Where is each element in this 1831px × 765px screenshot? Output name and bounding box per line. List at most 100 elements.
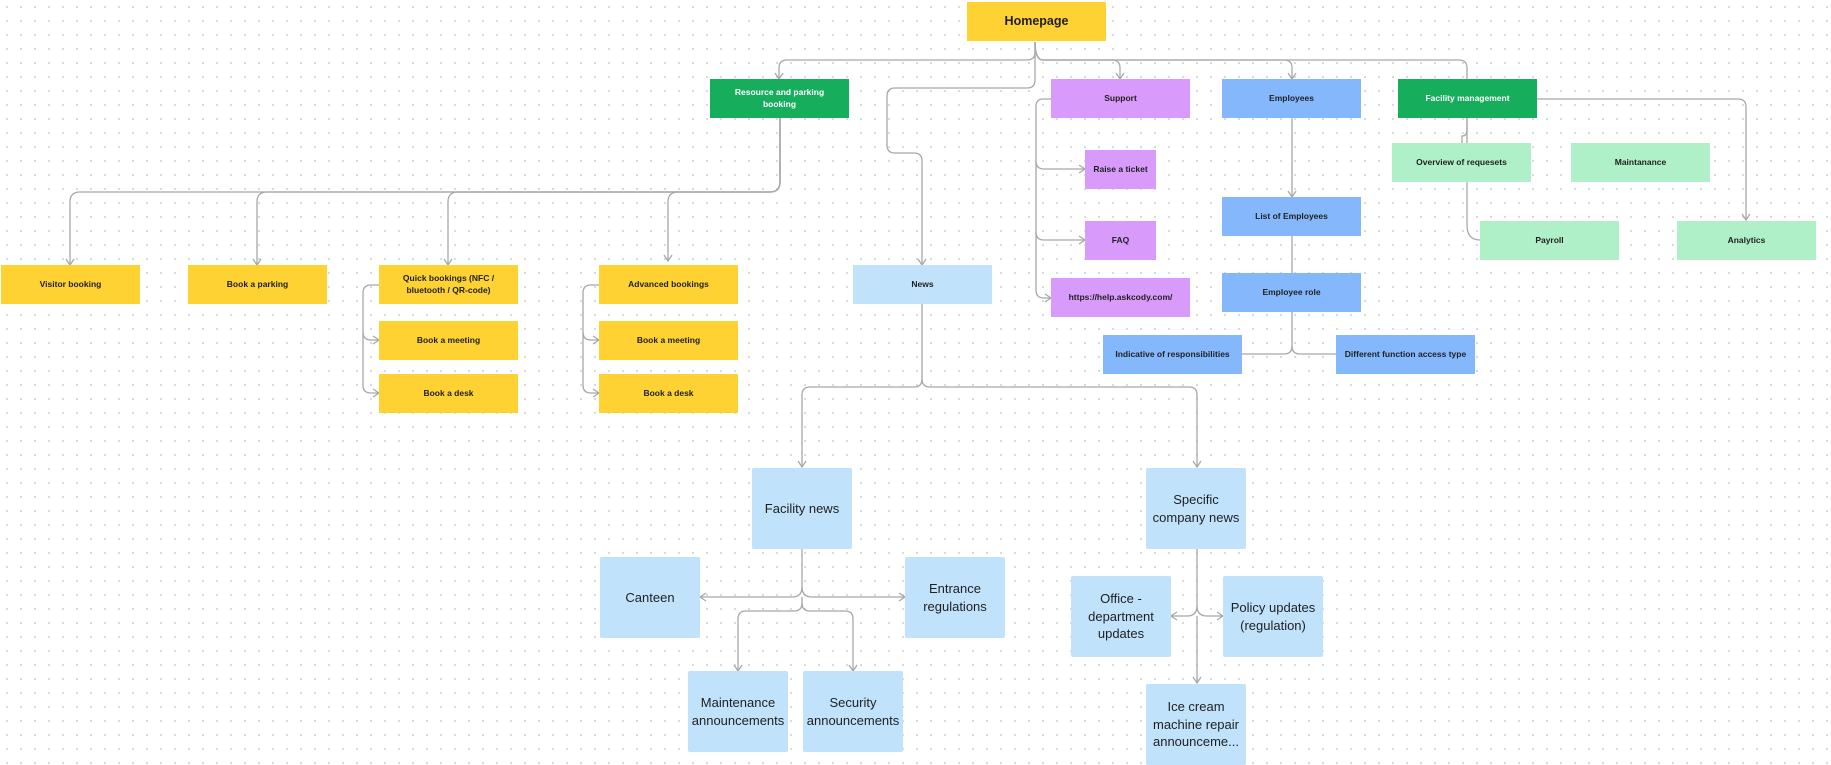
node-maintanance-label: Maintanance [1614,156,1667,167]
node-quick-book-meeting[interactable]: Book a meeting [379,321,518,360]
connector-company-news-to-policy [1196,605,1223,617]
node-raise-ticket-label: Raise a ticket [1093,163,1148,174]
node-analytics-label: Analytics [1727,234,1766,245]
node-support[interactable]: Support [1051,79,1190,118]
node-security-announcements-label: Security announcements [806,694,900,728]
node-facility-news[interactable]: Facility news [752,468,852,549]
node-indicative-responsibilities[interactable]: Indicative of responsibilities [1103,335,1242,374]
node-advanced-bookings-label: Advanced bookings [628,278,709,289]
node-facility-management-label: Facility management [1425,92,1510,103]
node-quick-bookings[interactable]: Quick bookings (NFC / bluetooth / QR-cod… [379,265,518,304]
node-news-label: News [911,278,934,289]
node-ice-cream-machine[interactable]: Ice cream machine repair announceme... [1146,684,1246,765]
node-employees-label: Employees [1269,92,1314,103]
node-homepage[interactable]: Homepage [967,2,1106,41]
node-adv-book-desk-label: Book a desk [643,387,694,398]
node-payroll-label: Payroll [1535,234,1564,245]
node-office-department-updates[interactable]: Office - department updates [1071,576,1171,657]
node-book-parking[interactable]: Book a parking [188,265,327,304]
node-office-department-updates-label: Office - department updates [1088,590,1154,642]
node-policy-updates-label: Policy updates (regulation) [1230,599,1316,633]
node-specific-company-news[interactable]: Specific company news [1146,468,1246,549]
node-visitor-booking-label: Visitor booking [39,278,102,289]
node-adv-book-meeting[interactable]: Book a meeting [599,321,738,360]
connector-facility-news-to-canteen [700,549,803,598]
node-overview-requests-label: Overview of requesets [1416,156,1507,167]
connector-facility-news-to-maintenance [737,597,803,671]
node-payroll[interactable]: Payroll [1480,221,1619,260]
node-facility-news-label: Facility news [764,500,840,516]
connector-resource-to-visitor [69,118,781,265]
connector-company-news-to-office [1171,549,1198,617]
node-canteen[interactable]: Canteen [600,557,700,638]
node-facility-management[interactable]: Facility management [1398,79,1537,118]
node-quick-bookings-label: Quick bookings (NFC / bluetooth / QR-cod… [402,273,495,295]
node-policy-updates[interactable]: Policy updates (regulation) [1223,576,1323,657]
node-news[interactable]: News [853,265,992,304]
node-different-function-access-label: Different function access type [1344,348,1467,359]
node-support-label: Support [1104,92,1137,103]
node-adv-book-meeting-label: Book a meeting [636,334,701,345]
node-quick-book-meeting-label: Book a meeting [416,334,481,345]
node-homepage-label: Homepage [1004,14,1069,29]
node-security-announcements[interactable]: Security announcements [803,671,903,752]
connector-support-to-faq [1035,161,1085,241]
connector-advanced-to-desk [582,332,599,394]
node-ice-cream-machine-label: Ice cream machine repair announceme... [1152,698,1239,750]
node-entrance-regulations[interactable]: Entrance regulations [905,557,1005,638]
node-book-parking-label: Book a parking [226,278,289,289]
connector-quick-to-meeting [362,284,379,341]
connector-homepage-to-employees [1034,41,1293,79]
node-entrance-regulations-label: Entrance regulations [923,580,987,614]
node-quick-book-desk[interactable]: Book a desk [379,374,518,413]
connector-resource-to-parking [256,118,781,265]
node-maintenance-announcements[interactable]: Maintenance announcements [688,671,788,752]
node-different-function-access[interactable]: Different function access type [1336,335,1475,374]
connector-advanced-to-meeting [582,284,599,341]
node-advanced-bookings[interactable]: Advanced bookings [599,265,738,304]
arrowhead-facility-news-to-canteen [698,592,707,602]
node-quick-book-desk-label: Book a desk [423,387,474,398]
node-help-url[interactable]: https://help.askcody.com/ [1051,278,1190,317]
arrowhead-company-news-to-ice-cream [1192,676,1202,685]
arrowhead-resource-to-advanced [663,254,673,263]
connector-role-to-different [1291,345,1336,355]
connector-homepage-to-support [1034,41,1121,79]
connector-homepage-to-facility [1034,41,1468,79]
node-resource-parking-label: Resource and parking booking [734,87,825,109]
node-employees[interactable]: Employees [1222,79,1361,118]
node-faq[interactable]: FAQ [1085,221,1156,260]
node-list-employees[interactable]: List of Employees [1222,197,1361,236]
node-employee-role-label: Employee role [1262,286,1321,297]
arrowhead-facility-to-analytics [1741,213,1751,222]
connector-quick-to-desk [362,332,379,394]
connector-facility-to-overview [1461,118,1468,143]
node-employee-role[interactable]: Employee role [1222,273,1361,312]
connector-news-to-company-news [921,378,1198,467]
node-maintenance-announcements-label: Maintenance announcements [691,694,785,728]
node-specific-company-news-label: Specific company news [1152,491,1240,525]
arrowhead-news-to-facility-news [797,460,807,469]
node-maintanance[interactable]: Maintanance [1571,143,1710,182]
arrowhead-company-news-to-office [1169,611,1178,621]
node-overview-requests[interactable]: Overview of requesets [1392,143,1531,182]
connector-support-to-help [1035,232,1051,299]
node-resource-parking[interactable]: Resource and parking booking [710,79,849,118]
node-list-employees-label: List of Employees [1255,210,1328,221]
connector-role-to-indicative [1242,312,1293,355]
node-analytics[interactable]: Analytics [1677,221,1816,260]
connector-resource-to-quick [447,118,781,265]
node-raise-ticket[interactable]: Raise a ticket [1085,150,1156,189]
connector-facility-news-to-entrance [801,586,905,598]
connector-homepage-to-news [886,42,1036,265]
arrowhead-news-to-company-news [1192,460,1202,469]
node-adv-book-desk[interactable]: Book a desk [599,374,738,413]
node-visitor-booking[interactable]: Visitor booking [1,265,140,304]
node-canteen-label: Canteen [625,589,675,605]
node-faq-label: FAQ [1111,234,1130,245]
node-help-url-label: https://help.askcody.com/ [1068,291,1173,302]
connector-facility-news-to-security [801,602,854,671]
connector-homepage-to-resource [778,42,1036,79]
